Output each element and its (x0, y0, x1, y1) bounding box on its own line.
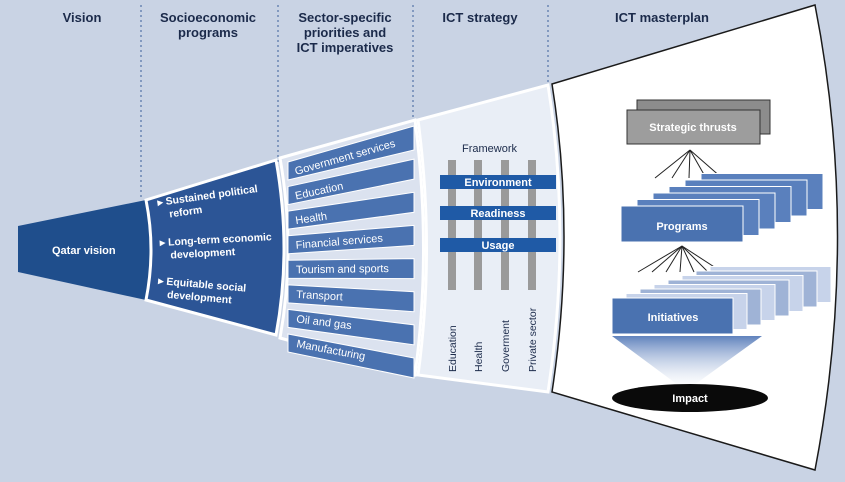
sector-bar (287, 158, 415, 206)
programs-label: Programs (656, 221, 707, 233)
vision-segment (18, 200, 151, 300)
masterplan: Strategic thrustsProgramsInitiativesImpa… (611, 99, 832, 412)
sector-bar (287, 191, 415, 230)
pillar (528, 160, 536, 290)
program-list: ▸ Sustained political reform ▸ Long-term… (156, 183, 276, 308)
program-box (620, 205, 744, 243)
header-masterplan: ICT masterplan (615, 10, 709, 25)
impact-label: Impact (672, 393, 708, 405)
sector-label: Health (295, 211, 328, 228)
connector-line (681, 245, 695, 273)
framework-layer-label: Usage (481, 240, 514, 252)
connector-line (671, 149, 691, 179)
framework-title: Framework (462, 143, 518, 155)
thrusts-label: Strategic thrusts (649, 122, 736, 134)
header-socioeconomic: Socioeconomic programs (159, 10, 257, 40)
header-strategy: ICT strategy (442, 10, 518, 25)
framework-layer (440, 206, 556, 220)
header-sector: Sector-specific priorities and ICT imper… (296, 10, 394, 55)
sector-bar (287, 308, 415, 346)
programs-segment (144, 158, 286, 337)
connector-line (681, 245, 709, 273)
connector-line (654, 149, 691, 179)
pillar (474, 160, 482, 290)
program-item: ▸ Long-term economic development (159, 231, 276, 262)
sector-label: Transport (296, 289, 343, 304)
connector-line (679, 245, 683, 273)
framework-layer (440, 238, 556, 252)
initiatives-label: Initiatives (648, 312, 699, 324)
connector-line (688, 149, 691, 179)
pillar-label: Goverment (500, 320, 512, 372)
sector-bar (287, 224, 415, 255)
impact-funnel (612, 336, 762, 388)
pillar-label: Health (473, 341, 485, 372)
impact-ellipse (612, 384, 768, 412)
sector-label: Tourism and sports (296, 263, 390, 276)
framework: Framework Education Health Goverment Privat… (440, 143, 556, 372)
initiative-box (611, 297, 734, 335)
connector-line (665, 245, 683, 273)
pillar (448, 160, 456, 290)
sector-bar (287, 258, 415, 280)
connector-line (637, 245, 683, 273)
framework-layer (440, 175, 556, 189)
thrust-box (626, 109, 761, 145)
pillar-label: Private sector (527, 307, 539, 372)
sector-bar (287, 333, 415, 379)
program-item: ▸ Equitable social development (156, 275, 250, 308)
framework-layer-label: Environment (464, 177, 532, 189)
framework-layer-label: Readiness (470, 208, 525, 220)
pillar (501, 160, 509, 290)
vision-label: Qatar vision (52, 245, 116, 257)
header-vision: Vision (62, 10, 102, 25)
sector-bar (287, 284, 415, 313)
connector-line (651, 245, 683, 273)
sector-bar (287, 125, 415, 181)
pillar-label: Education (447, 325, 459, 372)
